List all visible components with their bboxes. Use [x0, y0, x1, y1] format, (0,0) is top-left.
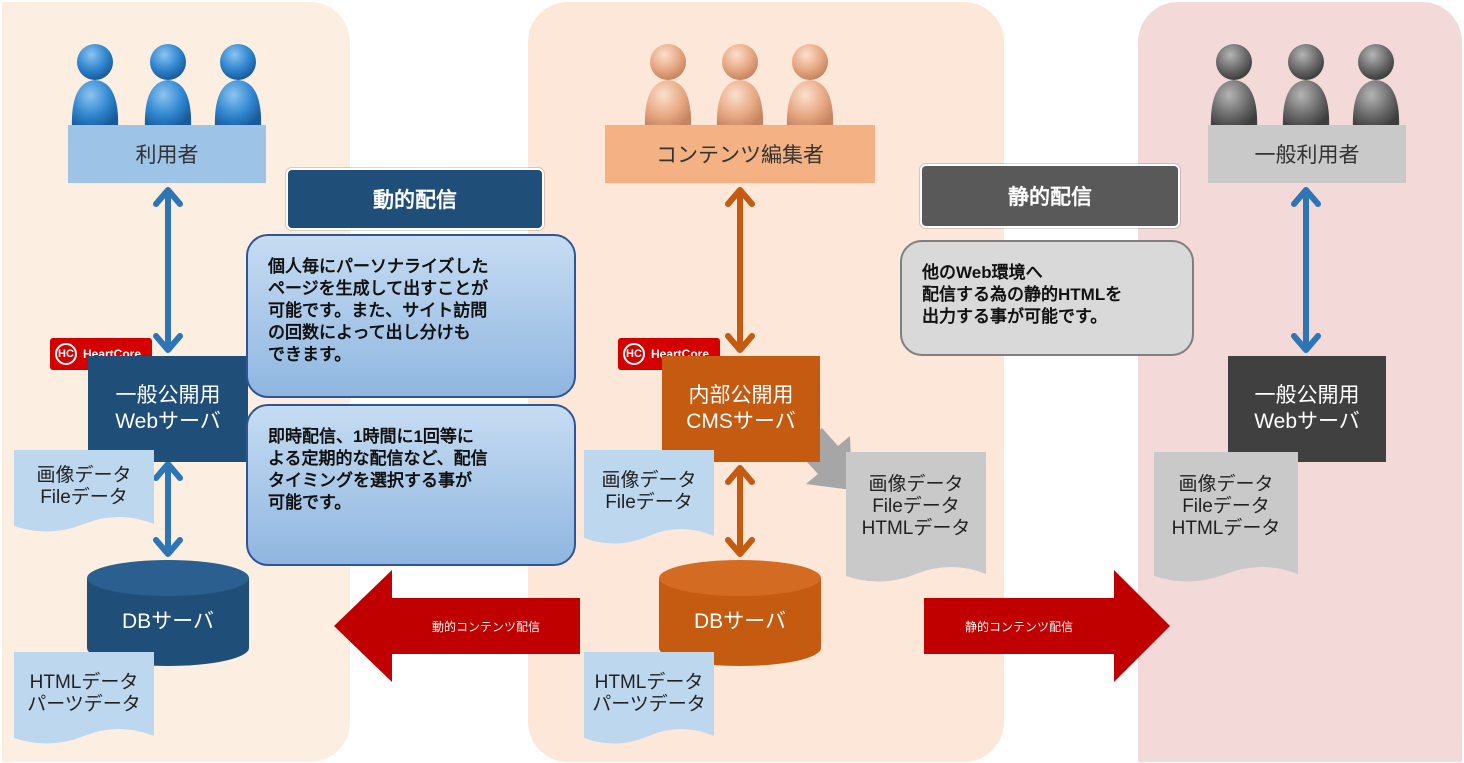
web-server-right: 一般公開用 Webサーバ — [1228, 356, 1386, 462]
doc-html-center: HTMLデータ パーツデータ — [584, 652, 714, 750]
web-server-left: 一般公開用 Webサーバ — [88, 356, 248, 462]
users-label-text: 利用者 — [135, 144, 199, 167]
doc-text: 画像データ Fileデータ HTMLデータ — [1171, 474, 1281, 539]
dynamic-callout-timing: 即時配信、1時間に1回等に よる定期的な配信など、配信 タイミングを選択する事が… — [246, 404, 576, 566]
editors-label-text: コンテンツ編集者 — [656, 144, 824, 167]
dynamic-delivery-arrow — [334, 570, 580, 682]
user-icon — [214, 44, 262, 130]
dynamic-arrow-label: 動的コンテンツ配信 — [431, 619, 540, 634]
doc-text: 画像データ Fileデータ — [36, 465, 132, 508]
dynamic-callout-personalization: 個人毎にパーソナライズした ページを生成して出すことが 可能です。また、サイト訪… — [246, 234, 576, 398]
cms-server: 内部公開用 CMSサーバ — [662, 356, 820, 462]
doc-text: 画像データ Fileデータ HTMLデータ — [861, 474, 971, 539]
static-arrow-label: 静的コンテンツ配信 — [964, 619, 1073, 634]
dynamic-delivery-title: 動的配信 — [286, 168, 544, 230]
db-label-center: DBサーバ — [694, 610, 786, 633]
doc-media-left: 画像データ Fileデータ — [14, 450, 154, 538]
user-icon — [144, 44, 192, 130]
user-icon — [1210, 44, 1258, 130]
db-label-left: DBサーバ — [122, 610, 214, 633]
arrow-webserver-db-left — [153, 461, 183, 557]
user-icon — [1352, 44, 1400, 130]
user-icon — [786, 44, 834, 130]
users-label-text: 一般利用者 — [1254, 144, 1360, 167]
doc-media-center: 画像データ Fileデータ — [584, 450, 714, 550]
arrow-users-webserver-right — [1291, 187, 1321, 353]
doc-text: HTMLデータ パーツデータ — [27, 672, 141, 715]
db-cylinder-center — [659, 560, 821, 666]
user-icon — [716, 44, 764, 130]
doc-text: HTMLデータ パーツデータ — [592, 672, 706, 715]
user-icon — [71, 44, 119, 130]
user-icon-group-center — [644, 44, 834, 130]
doc-media-right: 画像データ Fileデータ HTMLデータ — [1154, 452, 1298, 588]
heartcore-mark-icon: HC — [623, 343, 645, 365]
static-callout: 他のWeb環境へ 配信する為の静的HTMLを 出力する事が可能です。 — [900, 240, 1194, 356]
db-cylinder-left — [87, 560, 249, 666]
arrow-cms-db — [725, 465, 755, 557]
static-delivery-arrow — [924, 570, 1170, 682]
user-icon-group-right — [1210, 44, 1400, 130]
user-icon-group-left — [71, 44, 262, 130]
user-icon — [1282, 44, 1330, 130]
users-label-left: 利用者 — [68, 125, 266, 183]
editors-label: コンテンツ編集者 — [605, 125, 875, 183]
doc-output-center: 画像データ Fileデータ HTMLデータ — [846, 452, 986, 588]
users-label-right: 一般利用者 — [1208, 125, 1406, 183]
arrow-editors-cms — [725, 187, 755, 353]
doc-html-left: HTMLデータ パーツデータ — [14, 652, 154, 750]
user-icon — [644, 44, 692, 130]
arrow-users-webserver-left — [153, 187, 183, 353]
heartcore-mark-icon: HC — [55, 343, 77, 365]
doc-text: 画像データ Fileデータ — [601, 470, 697, 513]
static-delivery-title: 静的配信 — [920, 164, 1180, 228]
